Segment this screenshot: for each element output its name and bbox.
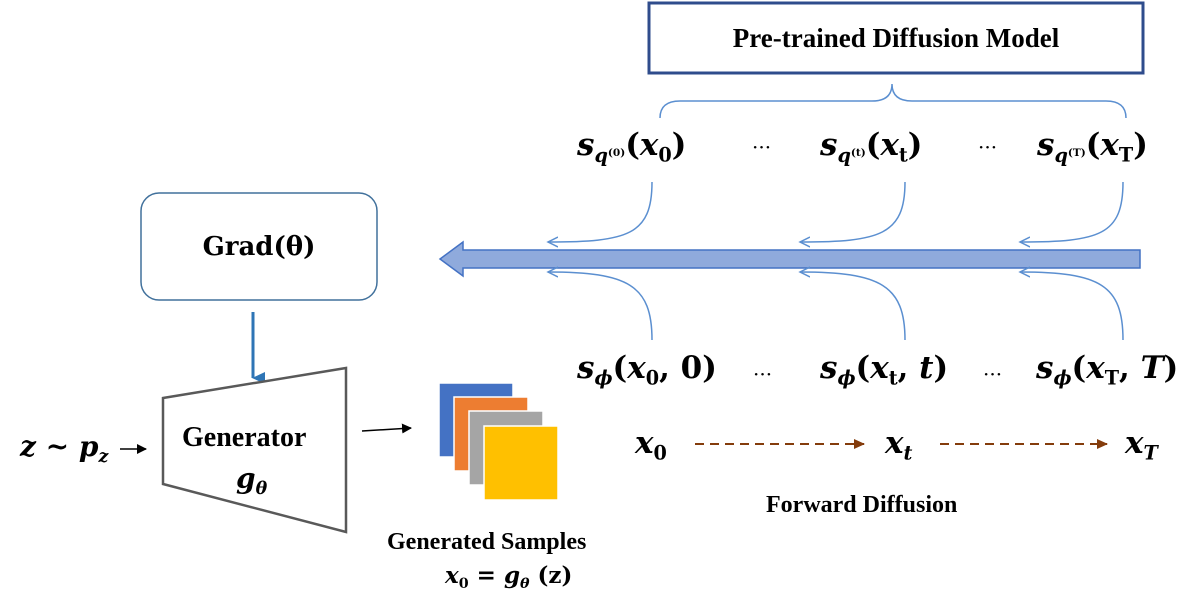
teacher-curve-T [1020, 181, 1124, 242]
grad-box [140, 192, 378, 301]
pretrained-model-label: Pre-trained Diffusion Model [732, 22, 1060, 53]
student-score-0: sϕ(x0, 0) [577, 350, 717, 390]
forward-xt: xt [885, 425, 913, 465]
student-ellipsis-2: ··· [983, 362, 1003, 386]
generator-shape [161, 366, 348, 534]
sample-square-yellow [483, 425, 559, 501]
student-score-t: sϕ(xt, t) [820, 350, 949, 390]
generator-symbol: gθ [236, 462, 268, 500]
grad-label: Grad(θ) [202, 231, 316, 262]
gradient-flow-arrow [438, 240, 1141, 278]
student-ellipsis-1: ··· [753, 362, 773, 386]
generator-title: Generator [182, 422, 307, 453]
generator-output-arrow [361, 423, 412, 434]
teacher-curve-t [800, 181, 906, 242]
student-score-T: sϕ(xT, T) [1036, 350, 1179, 390]
teacher-brace [659, 83, 1127, 119]
samples-caption: Generated Samples [387, 529, 587, 555]
teacher-score-t: sq(t)(xt) [820, 127, 923, 167]
teacher-ellipsis-2: ··· [978, 135, 998, 159]
teacher-score-0: sq(0)(x0) [577, 127, 687, 167]
student-curve-0 [548, 272, 653, 341]
forward-diffusion-label: Forward Diffusion [766, 492, 958, 518]
pretrained-model-box [647, 1, 1145, 75]
teacher-curve-0 [548, 181, 653, 242]
student-curve-T [1020, 272, 1124, 341]
input-distribution: z ~ pz [20, 430, 109, 468]
teacher-ellipsis-1: ··· [752, 135, 772, 159]
student-curve-t [800, 272, 906, 341]
forward-x0: x0 [635, 425, 667, 465]
samples-formula: x0 = gθ (z) [445, 562, 573, 592]
forward-xT: xT [1125, 425, 1158, 465]
teacher-score-T: sq(T)(xT) [1037, 127, 1148, 167]
